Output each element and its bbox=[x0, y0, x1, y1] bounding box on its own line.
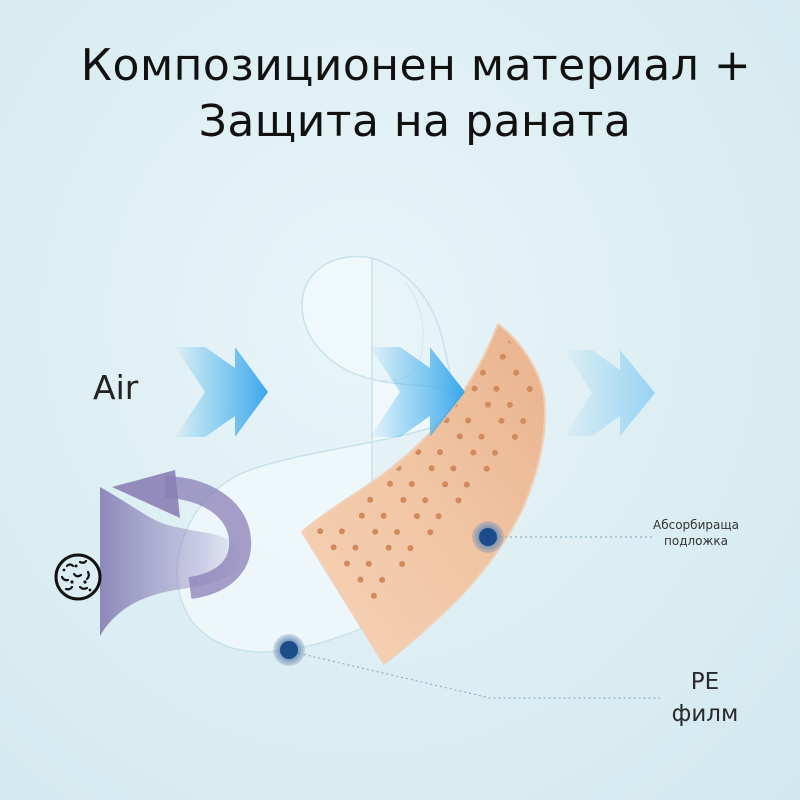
pad-dot bbox=[440, 321, 446, 327]
title-line-1: Композиционен материал + bbox=[80, 40, 752, 91]
pad-dot bbox=[292, 432, 298, 438]
pad-dot bbox=[456, 433, 463, 440]
pad-dot bbox=[492, 449, 498, 456]
pad-dot bbox=[542, 338, 548, 344]
pad-dot bbox=[370, 592, 377, 599]
pad-dot bbox=[471, 385, 478, 392]
pad-dot bbox=[407, 545, 414, 552]
pad-dot bbox=[422, 497, 429, 504]
pad-dot bbox=[385, 544, 392, 551]
pad-dot bbox=[435, 513, 442, 520]
pad-dot bbox=[258, 432, 264, 438]
pe-film-label: PE филм bbox=[650, 666, 760, 730]
pad-dot bbox=[394, 529, 400, 535]
pad-dot bbox=[478, 433, 485, 440]
pad-dot bbox=[379, 576, 386, 583]
pad-dot bbox=[361, 384, 368, 391]
pad-dot bbox=[428, 465, 435, 472]
pad-dot bbox=[431, 337, 438, 343]
pad-dot bbox=[373, 464, 380, 471]
pad-dot bbox=[355, 416, 362, 423]
pad-dot bbox=[466, 353, 473, 360]
pad-dot bbox=[372, 528, 379, 535]
pad-dot bbox=[346, 432, 353, 439]
pad-dot bbox=[481, 306, 487, 312]
pad-dot bbox=[341, 400, 348, 407]
pad-dot bbox=[317, 528, 324, 535]
pe-film-leader-line bbox=[288, 650, 660, 699]
pad-dot bbox=[365, 560, 372, 567]
pad-dot bbox=[357, 576, 364, 583]
pad-dot bbox=[310, 448, 312, 454]
pad-dot bbox=[408, 481, 415, 487]
pad-dot bbox=[358, 512, 365, 519]
pe-film-label-line2: филм bbox=[671, 701, 739, 727]
pad-dot bbox=[485, 401, 491, 408]
pad-dot bbox=[272, 448, 278, 454]
pad-dot bbox=[483, 465, 490, 472]
pad-dot bbox=[528, 322, 534, 328]
pad-dot bbox=[381, 448, 388, 455]
pad-dot bbox=[442, 481, 449, 488]
bacteria-icon bbox=[54, 553, 102, 601]
pad-dot bbox=[455, 497, 462, 504]
airflow-arrow-2 bbox=[370, 347, 465, 437]
pad-dot bbox=[465, 417, 472, 424]
pad-dot bbox=[437, 449, 443, 456]
pad-dot bbox=[413, 513, 420, 520]
bacteria-block-arrow bbox=[100, 470, 252, 636]
pad-dot bbox=[453, 337, 460, 344]
pad-dot bbox=[367, 496, 374, 503]
pad-dot bbox=[568, 370, 574, 376]
pe-film-label-line1: PE bbox=[690, 669, 720, 695]
pad-dot bbox=[499, 353, 506, 360]
pad-dot bbox=[526, 386, 533, 392]
pad-dot bbox=[458, 369, 465, 376]
pad-dot bbox=[399, 561, 406, 567]
pad-dot bbox=[555, 354, 561, 360]
absorbent-layer-label: Абсорбираща подложка bbox=[653, 518, 739, 548]
pad-dot bbox=[549, 386, 555, 392]
pad-dot bbox=[515, 306, 521, 312]
pad-dot bbox=[520, 418, 527, 424]
air-label: Air bbox=[93, 368, 139, 407]
pad-dot bbox=[511, 433, 518, 440]
pad-dot bbox=[450, 465, 457, 472]
pad-dot bbox=[250, 448, 256, 454]
pad-dot bbox=[427, 529, 434, 536]
pad-dot bbox=[493, 385, 500, 392]
pad-dot bbox=[380, 512, 387, 519]
pad-dot bbox=[470, 449, 477, 456]
pad-dot bbox=[300, 416, 306, 422]
airflow-arrow-1 bbox=[175, 347, 268, 437]
pad-dot bbox=[463, 481, 470, 488]
pad-dot bbox=[352, 544, 359, 551]
pad-dot bbox=[506, 401, 513, 408]
pad-dot bbox=[313, 432, 320, 439]
pad-dot bbox=[319, 400, 326, 407]
airflow-arrow-3 bbox=[565, 350, 655, 436]
pad-dot bbox=[387, 480, 393, 487]
pad-dot bbox=[330, 544, 337, 551]
pad-dot bbox=[480, 369, 486, 376]
pad-dot bbox=[498, 417, 505, 424]
pad-dot bbox=[501, 290, 507, 296]
pad-dot bbox=[344, 560, 350, 567]
pad-dot bbox=[400, 496, 407, 503]
pad-dot bbox=[333, 416, 340, 423]
pad-dot bbox=[513, 369, 520, 376]
title-line-2: Защита на раната bbox=[198, 96, 632, 147]
pad-dot bbox=[338, 528, 345, 535]
absorbent-marker bbox=[472, 521, 504, 553]
pad-dot bbox=[473, 321, 479, 327]
pe-film-marker bbox=[273, 634, 305, 666]
